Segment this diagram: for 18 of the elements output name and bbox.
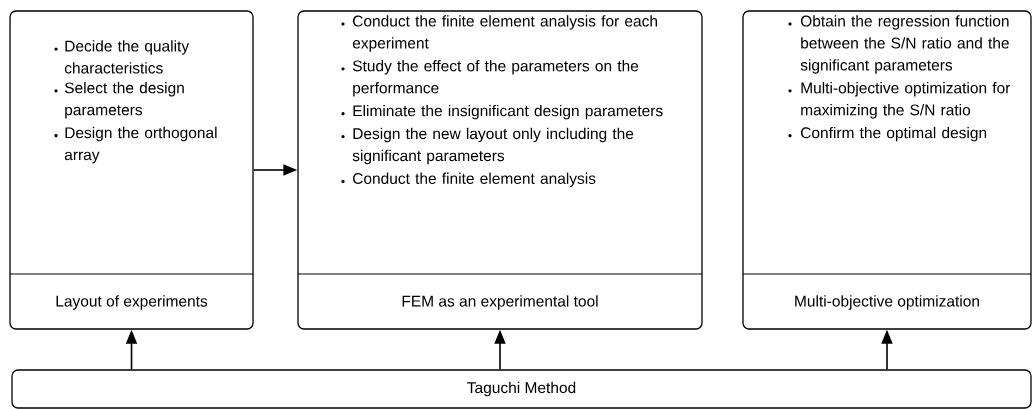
method-band: Taguchi Method bbox=[11, 369, 1032, 409]
bullet-item: Design the orthogonal array bbox=[64, 126, 217, 164]
box-caption: FEM as an experimental tool bbox=[402, 295, 598, 310]
bullet-item: Conduct the finite element analysis for each experiment bbox=[352, 15, 657, 52]
bullet-item: Eliminate the insignificant design parameters bbox=[353, 104, 663, 120]
box-caption: Layout of experiments bbox=[56, 295, 208, 310]
bullet-item: Conduct the finite element analysis bbox=[353, 172, 596, 188]
bullet-item: Decide the quality characteristics bbox=[64, 40, 190, 74]
process-box bbox=[742, 10, 1032, 330]
bullet-item: Select the design parameters bbox=[64, 82, 184, 119]
box-caption: Multi-objective optimization bbox=[795, 295, 979, 310]
bullet-item: Confirm the optimal design bbox=[801, 126, 987, 142]
bullet-item: Design the new layout only including the significant parameters bbox=[352, 127, 634, 165]
process-box bbox=[9, 10, 254, 330]
bullet-item: Study the effect of the parameters on the performance bbox=[352, 60, 639, 97]
process-box bbox=[297, 10, 703, 330]
bullet-item: Obtain the regression function between the S/N ratio and the significant parameters bbox=[800, 15, 1009, 74]
bullet-item: Multi-objective optimization for maximizing the S/N ratio bbox=[801, 82, 1011, 119]
